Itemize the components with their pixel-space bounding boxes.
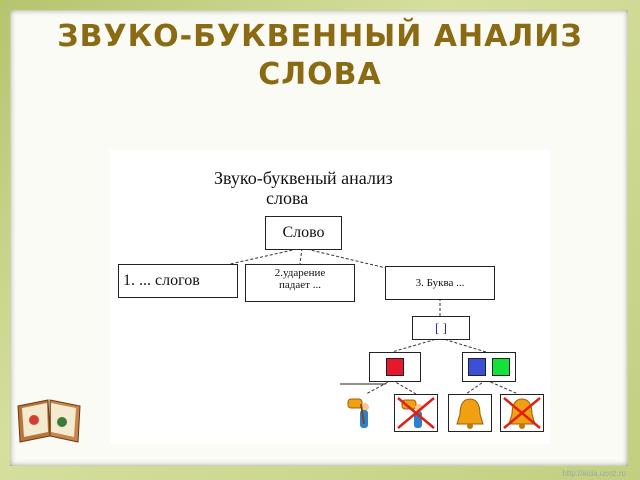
open-book-icon	[17, 399, 81, 443]
diagram-panel: Звуко-буквеный анализ слова Слово 1. ...…	[110, 150, 550, 444]
blue-square-icon	[468, 358, 486, 376]
diagram-heading-line-2: слова	[266, 188, 309, 208]
hammer-crossed-icon	[394, 394, 438, 432]
stress-box-line-2: падает ...	[279, 279, 321, 291]
word-box: Слово	[265, 216, 342, 250]
red-square-icon	[386, 358, 404, 376]
stress-box: 2.ударение падает ...	[245, 264, 355, 302]
letter-box: 3. Буква ...	[385, 266, 495, 300]
diagram-heading-line-1: Звуко-буквеный анализ	[214, 168, 393, 188]
hammer-icon	[347, 398, 369, 428]
bell-icon	[448, 394, 492, 432]
vowel-box	[369, 352, 421, 382]
title-line-2: СЛОВА	[258, 57, 382, 92]
green-square-icon	[492, 358, 510, 376]
consonant-box	[462, 352, 516, 382]
transcription-box: [ ]	[412, 316, 470, 340]
syllables-box: 1. ... слогов	[118, 264, 238, 298]
bell-crossed-icon	[500, 394, 544, 432]
stress-box-line-1: 2.ударение	[274, 267, 326, 279]
page-title: ЗВУКО-БУКВЕННЫЙ АНАЛИЗ СЛОВА	[0, 18, 640, 94]
watermark: http://aida.ucoz.ru	[562, 469, 626, 478]
title-line-1: ЗВУКО-БУКВЕННЫЙ АНАЛИЗ	[57, 19, 583, 54]
